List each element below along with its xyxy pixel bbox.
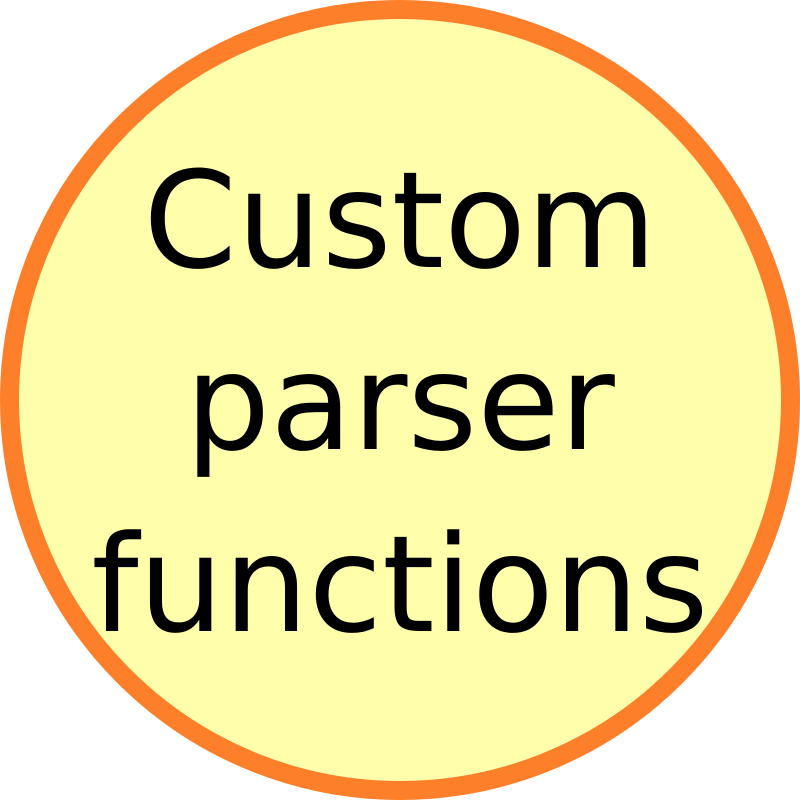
badge-line-2: parser (185, 325, 615, 481)
badge-text: Custom parser functions (91, 130, 708, 676)
badge-line-1: Custom (143, 143, 657, 299)
badge-line-3: functions (91, 507, 709, 663)
